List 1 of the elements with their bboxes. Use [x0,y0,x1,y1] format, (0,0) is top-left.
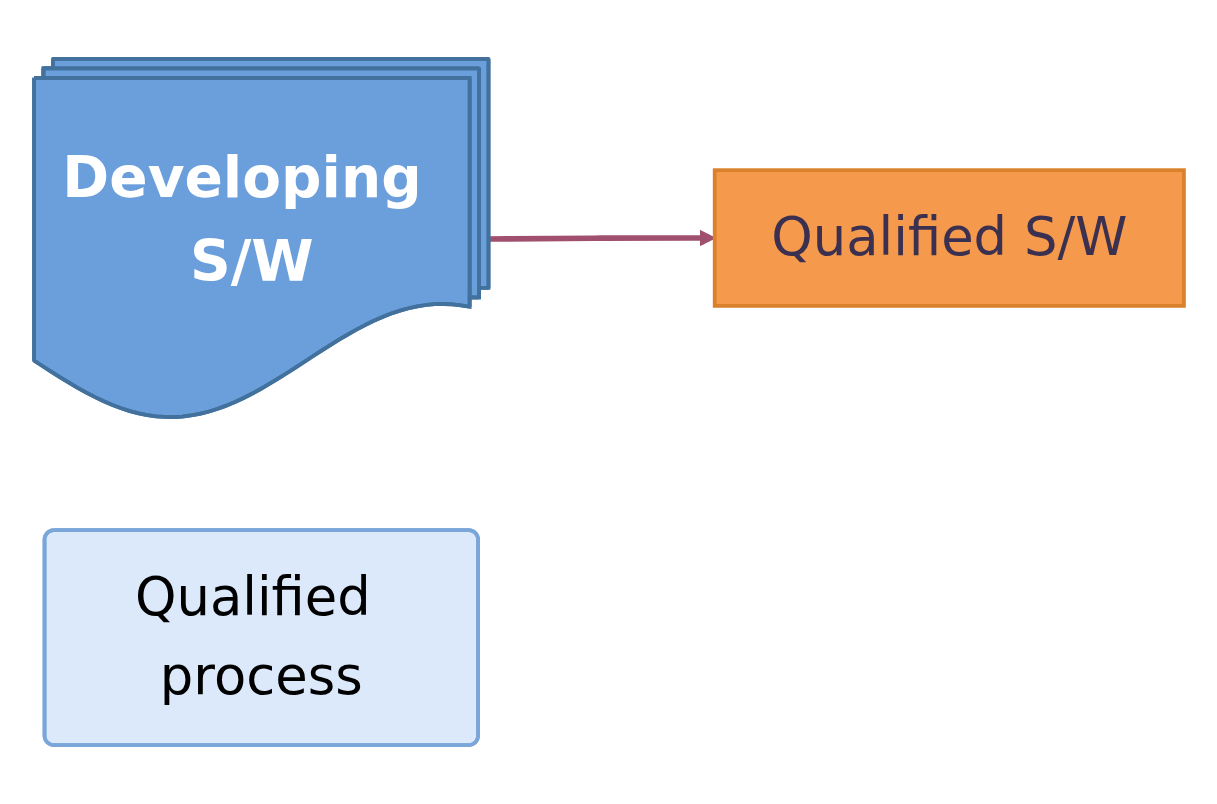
node-box: Qualified S/W [712,168,1186,308]
